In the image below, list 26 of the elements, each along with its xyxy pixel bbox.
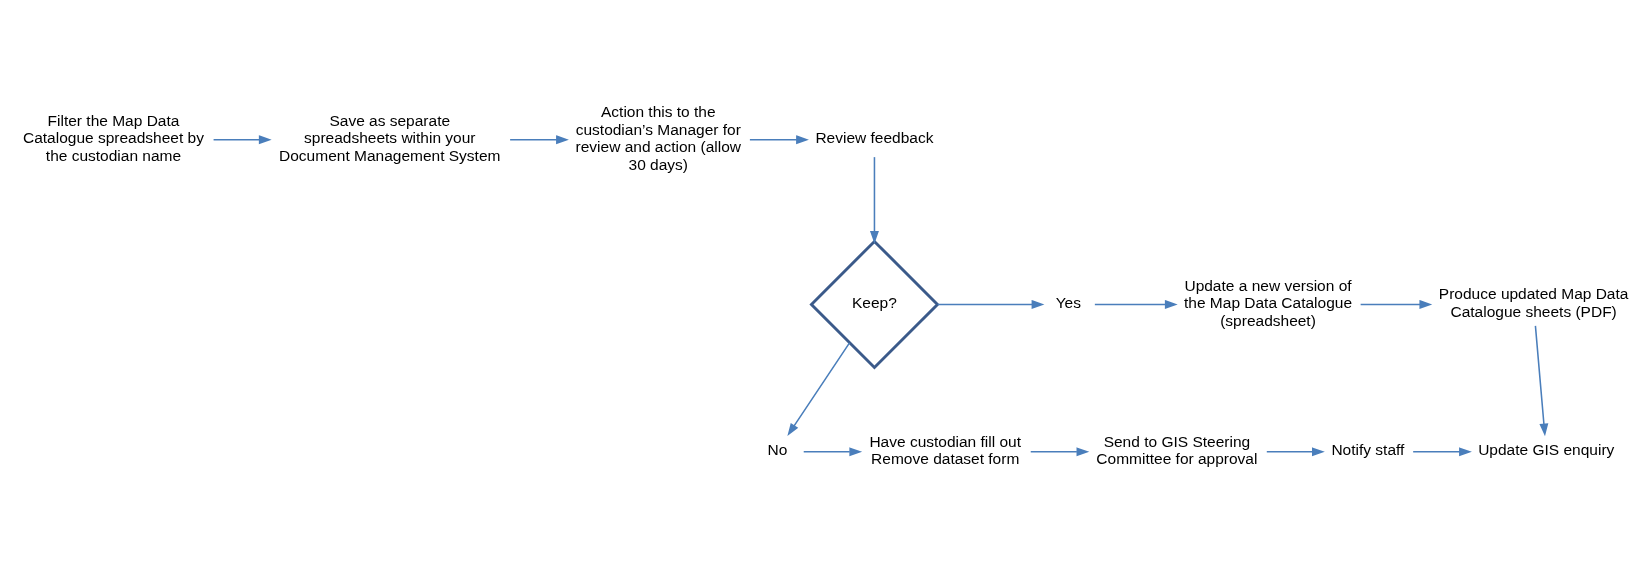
arrow (1534, 325, 1549, 437)
arrow (509, 135, 569, 145)
node-text: Action this to the custodian’s Manager for review and action (allow 30 days) (575, 103, 741, 173)
node-text: Notify staff (1331, 441, 1405, 459)
arrow (802, 447, 863, 457)
arrow (212, 135, 272, 145)
arrow (787, 342, 851, 437)
arrow (749, 135, 809, 145)
arrow (1029, 447, 1090, 457)
node-text: Review feedback (815, 129, 934, 147)
node-diamond: Keep? (809, 239, 940, 370)
node-text: Produce updated Map Data Catalogue sheets (PDF) (1438, 285, 1629, 320)
node-text: Send to GIS Steering Committee for approval (1096, 432, 1258, 468)
node-text: Filter the Map Data Catalogue spreadsheet by the custodian name (23, 111, 204, 164)
arrow (869, 156, 879, 244)
arrow (1094, 299, 1178, 309)
node-text: No (767, 441, 788, 459)
node-text: Save as separate spreadsheets within your Document Management System (279, 111, 501, 164)
arrow (1412, 447, 1472, 457)
arrow (1359, 299, 1433, 309)
arrow (1266, 447, 1325, 457)
node-text: Update a new version of the Map Data Catalogue (spreadsheet) (1184, 276, 1353, 329)
arrow (936, 299, 1045, 309)
node-text: Yes (1055, 294, 1081, 312)
node-text: Have custodian fill out Remove dataset form (869, 432, 1022, 468)
node-text: Update GIS enquiry (1478, 441, 1615, 459)
